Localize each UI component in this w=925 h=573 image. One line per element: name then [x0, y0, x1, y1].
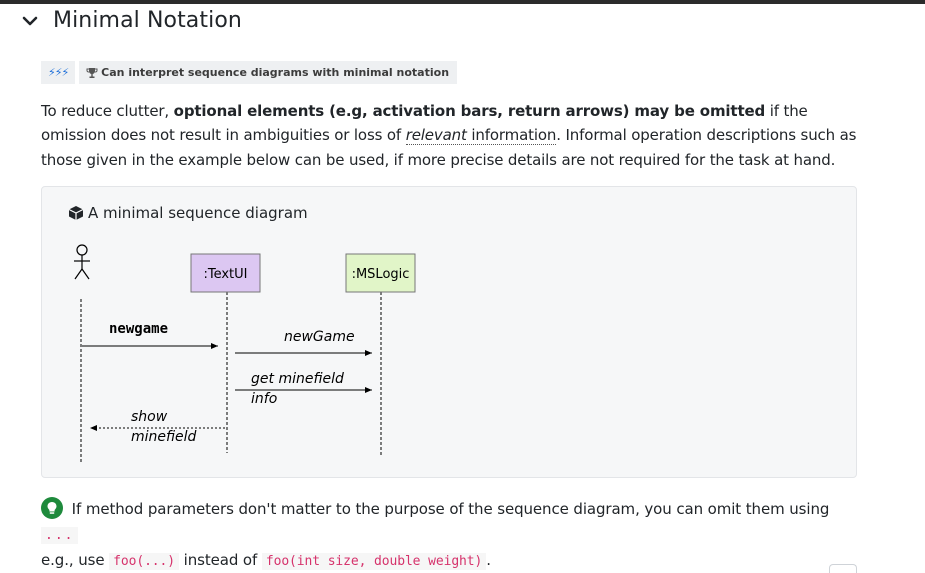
section-title: Minimal Notation	[53, 8, 242, 33]
tip-text-2: e.g., use	[41, 551, 105, 569]
tip-text-4: .	[486, 551, 491, 569]
code-ellipsis: ...	[41, 527, 79, 544]
outcome-badge: Can interpret sequence diagrams with min…	[79, 61, 458, 84]
actor-icon	[74, 244, 90, 280]
para-text-3: . Informal operation descriptions such a…	[41, 126, 857, 169]
lightbulb-icon	[41, 497, 63, 519]
message-get-minefield-label-2: info	[251, 391, 277, 407]
relevant-information-term[interactable]: relevant information	[405, 126, 557, 146]
relevant-word: relevant	[405, 126, 467, 145]
chevron-down-icon[interactable]	[22, 13, 38, 29]
level-badge: ⚡⚡⚡	[41, 61, 76, 84]
participant-mslogic: :MSLogic	[345, 253, 416, 293]
top-bar	[0, 0, 925, 4]
message-show-minefield-label-2: minefield	[131, 429, 197, 445]
tip-paragraph: If method parameters don't matter to the…	[41, 497, 861, 573]
message-show-minefield-label: show	[131, 409, 168, 425]
cube-icon	[68, 206, 84, 220]
sequence-diagram: :TextUI :MSLogic newgame newGame get min…	[74, 244, 416, 463]
participant-textui: :TextUI	[190, 253, 261, 293]
tip-text-1: If method parameters don't matter to the…	[71, 500, 830, 518]
code-foo-full: foo(int size, double weight)	[261, 553, 487, 570]
section-header[interactable]: Minimal Notation	[22, 8, 242, 33]
code-foo-short: foo(...)	[109, 553, 179, 570]
corner-button[interactable]	[829, 564, 857, 573]
para-text-1: To reduce clutter,	[41, 102, 174, 120]
tag-row: ⚡⚡⚡ Can interpret sequence diagrams with…	[41, 61, 458, 84]
para-bold: optional elements (e.g, activation bars,…	[173, 102, 766, 120]
message-get-minefield-label: get minefield	[251, 371, 344, 387]
panel-title-text: A minimal sequence diagram	[88, 204, 308, 222]
tip-text-3: instead of	[183, 551, 258, 569]
trophy-icon	[86, 67, 98, 78]
para-text-2: if the omission does not result in ambig…	[41, 102, 808, 145]
participant-mslogic-label: :MSLogic	[352, 267, 410, 282]
outcome-label: Can interpret sequence diagrams with min…	[101, 66, 450, 79]
message-newGame-label: newGame	[284, 329, 355, 345]
information-word: information	[466, 126, 557, 145]
example-panel: A minimal sequence diagram :TextUI :MSLo…	[41, 186, 857, 478]
message-newgame-label: newgame	[109, 321, 168, 337]
panel-title: A minimal sequence diagram	[68, 204, 308, 222]
participant-textui-label: :TextUI	[203, 267, 247, 282]
intro-paragraph: To reduce clutter, optional elements (e.…	[41, 99, 861, 172]
